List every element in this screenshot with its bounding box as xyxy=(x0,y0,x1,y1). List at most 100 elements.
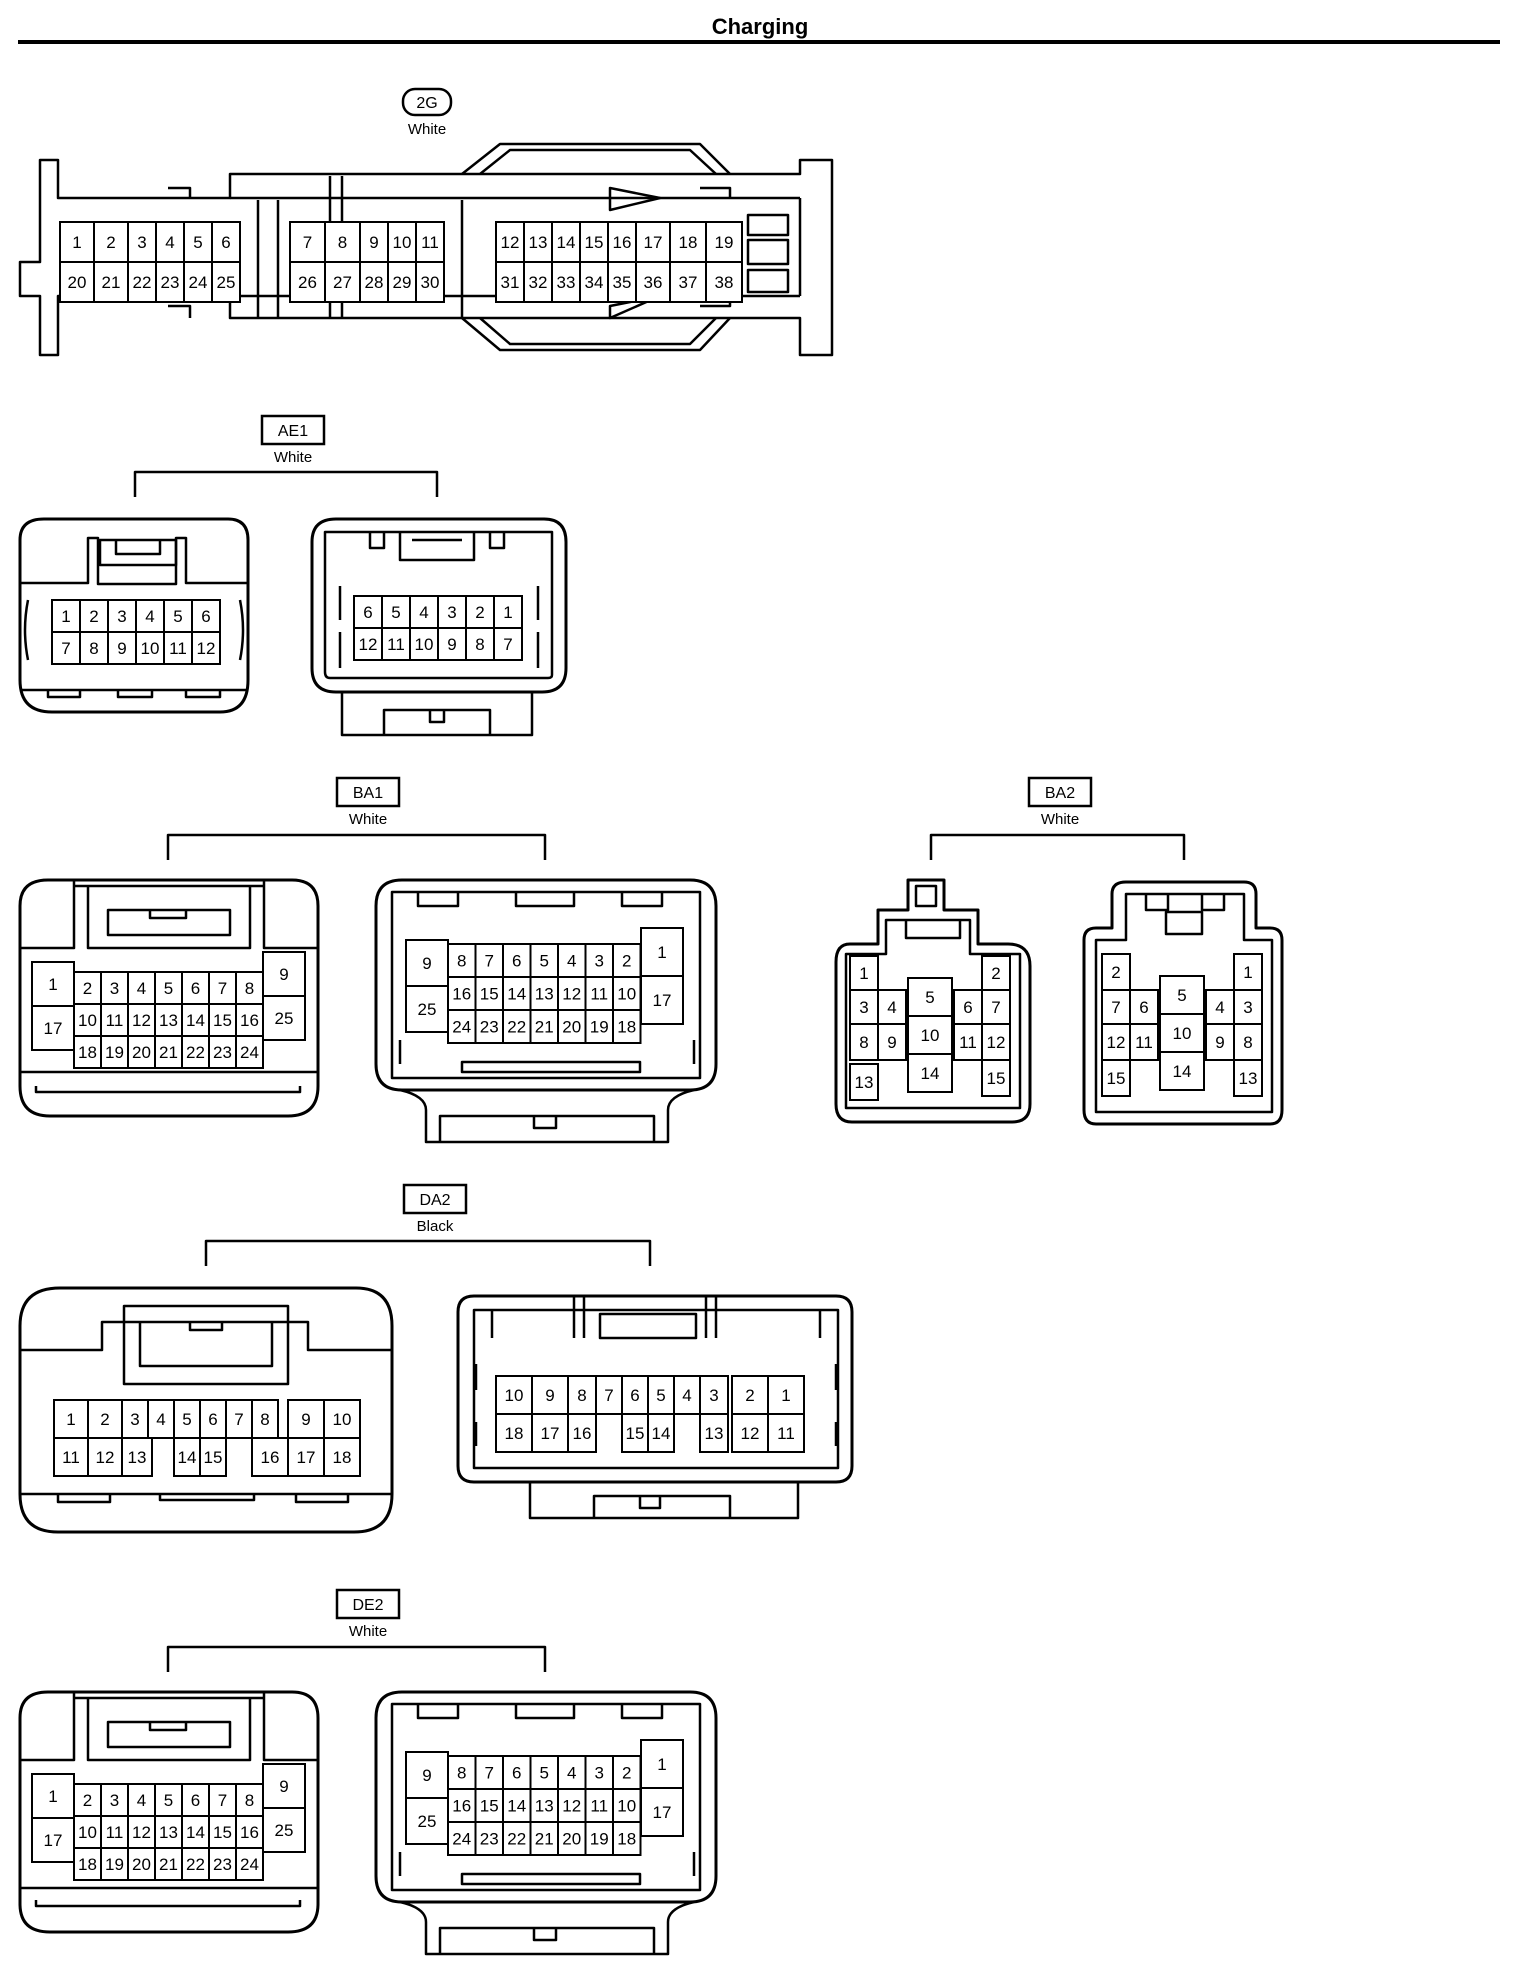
pin-ae1-left-cavity xyxy=(135,599,165,633)
pin-2g: 22 xyxy=(133,273,152,292)
pin-ae1-right-cavity xyxy=(493,627,523,661)
pin-ae1-right-cavity xyxy=(353,627,383,661)
pin-ba1-left: 9 xyxy=(279,965,288,984)
pin-da2-right-cavity xyxy=(673,1375,701,1415)
pin-2g: 8 xyxy=(338,233,347,252)
pin-ba1-right: 9 xyxy=(422,954,431,973)
pin-ba1-right: 16 xyxy=(452,985,471,1004)
pin-ba1-right: 21 xyxy=(535,1018,554,1037)
pin-da2-right-cavity xyxy=(567,1413,597,1453)
pin-2g-cavity xyxy=(523,221,553,263)
pin-2g-cavity xyxy=(495,221,525,263)
pin-da2-left-cavity xyxy=(199,1399,227,1439)
connector-da2-left-housing xyxy=(18,1286,394,1534)
pin-de2-left: 22 xyxy=(186,1855,205,1874)
pin-ae1-left: 1 xyxy=(61,607,70,626)
pin-da2-right-cavity xyxy=(731,1413,769,1453)
pin-ba1-right: 22 xyxy=(507,1018,526,1037)
pin-2g-cavity xyxy=(211,261,241,303)
pin-de2-right-cavity xyxy=(447,1821,477,1856)
pin-ba1-left-cavity xyxy=(154,971,183,1005)
pin-de2-left: 17 xyxy=(44,1831,63,1850)
pin-de2-left: 21 xyxy=(159,1855,178,1874)
pin-da2-left: 10 xyxy=(333,1410,352,1429)
pin-da2-right-cavity xyxy=(531,1413,569,1453)
pin-ae1-left-cavity xyxy=(191,599,221,633)
pin-de2-left: 15 xyxy=(213,1823,232,1842)
pin-da2-left: 14 xyxy=(178,1448,197,1467)
pin-ba1-right: 5 xyxy=(540,952,549,971)
pin-ba1-left: 8 xyxy=(245,979,254,998)
pin-ba1-left: 19 xyxy=(105,1043,124,1062)
pin-ae1-right-cavity xyxy=(493,595,523,629)
pin-2g: 31 xyxy=(501,273,520,292)
pin-ba2-right: 15 xyxy=(1107,1069,1126,1088)
pin-2g-cavity xyxy=(211,221,241,263)
pin-ae1-left: 2 xyxy=(89,607,98,626)
pin-2g-cavity xyxy=(551,261,581,303)
pin-ba2-right: 10 xyxy=(1173,1024,1192,1043)
pin-da2-right: 16 xyxy=(573,1424,592,1443)
pin-de2-left: 23 xyxy=(213,1855,232,1874)
pin-da2-left-cavity xyxy=(251,1437,289,1477)
pin-ae1-right: 3 xyxy=(447,603,456,622)
connector-de2-label-box xyxy=(335,1588,401,1620)
pin-de2-left-cavity xyxy=(31,1817,75,1863)
pin-ba1-left: 2 xyxy=(83,979,92,998)
pin-ae1-left: 9 xyxy=(117,639,126,658)
pin-da2-right-cavity xyxy=(647,1375,675,1415)
pin-da2-left: 18 xyxy=(333,1448,352,1467)
pin-de2-left: 6 xyxy=(191,1791,200,1810)
pin-ae1-left-cavity xyxy=(107,631,137,665)
pin-ba2-right-cavity xyxy=(1129,1023,1159,1061)
connector-da2-color: Black xyxy=(417,1218,454,1235)
pin-de2-right-cavity xyxy=(474,1788,504,1823)
pin-da2-left: 12 xyxy=(96,1448,115,1467)
pin-de2-right-cavity xyxy=(502,1788,532,1823)
pin-da2-right: 8 xyxy=(577,1386,586,1405)
connector-ae1-bracket xyxy=(133,470,439,497)
pin-de2-left-cavity xyxy=(73,1847,102,1881)
pin-da2-right: 17 xyxy=(541,1424,560,1443)
pin-da2-left: 6 xyxy=(208,1410,217,1429)
pin-de2-left: 3 xyxy=(110,1791,119,1810)
pin-de2-right-cavity xyxy=(612,1755,642,1790)
pin-ba2-left: 10 xyxy=(921,1026,940,1045)
pin-ba1-right: 10 xyxy=(617,985,636,1004)
pin-2g-cavity xyxy=(289,221,326,263)
pin-de2-right: 13 xyxy=(535,1797,554,1816)
pin-ba1-right: 12 xyxy=(562,985,581,1004)
pin-de2-right: 19 xyxy=(590,1830,609,1849)
pin-de2-left: 25 xyxy=(275,1821,294,1840)
pin-ba1-right-cavity xyxy=(584,943,614,978)
pin-ba1-left: 5 xyxy=(164,979,173,998)
pin-de2-right-cavity xyxy=(640,1787,684,1837)
pin-2g: 27 xyxy=(333,273,352,292)
pin-de2-right: 23 xyxy=(480,1830,499,1849)
pin-da2-left-cavity xyxy=(147,1399,175,1439)
connector-da2-bracket xyxy=(204,1239,652,1266)
pin-ba1-left: 10 xyxy=(78,1011,97,1030)
pin-ba1-left: 24 xyxy=(240,1043,259,1062)
pin-de2-right-cavity xyxy=(502,1755,532,1790)
connector-da2-code: DA2 xyxy=(419,1192,450,1209)
pin-ba2-left: 14 xyxy=(921,1064,940,1083)
pin-ba2-right: 2 xyxy=(1111,963,1120,982)
pin-ba1-right: 25 xyxy=(418,1000,437,1019)
pin-2g: 37 xyxy=(679,273,698,292)
pin-2g: 38 xyxy=(715,273,734,292)
connector-ba2-right-housing xyxy=(1082,880,1284,1126)
connector-da2-label-box xyxy=(402,1183,468,1215)
pin-ae1-right: 11 xyxy=(387,635,405,654)
pin-ae1-left: 7 xyxy=(61,639,70,658)
pin-ba2-left: 11 xyxy=(959,1033,977,1052)
connector-ba2-code: BA2 xyxy=(1045,785,1075,802)
pin-ba2-left: 1 xyxy=(859,964,868,983)
pin-ba1-left-cavity xyxy=(31,1005,75,1051)
pin-ba1-left-cavity xyxy=(235,1035,264,1069)
pin-ba1-right-cavity xyxy=(502,943,532,978)
pin-ba2-left: 15 xyxy=(987,1069,1006,1088)
